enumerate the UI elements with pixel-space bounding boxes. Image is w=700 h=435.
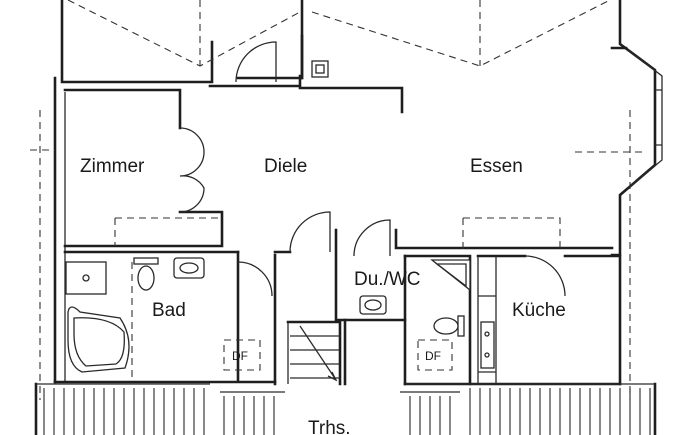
kitchen-counter <box>477 256 497 384</box>
label-diele: Diele <box>264 156 307 177</box>
balcony-hatch <box>34 382 657 435</box>
bathroom-fixtures <box>65 257 205 373</box>
bay-window <box>627 49 663 189</box>
label-zimmer: Zimmer <box>80 156 145 177</box>
wc-fixtures <box>359 259 471 337</box>
walls <box>53 0 657 386</box>
stair <box>286 320 342 386</box>
dashed-lines <box>30 0 645 400</box>
label-df-bad: DF <box>232 349 248 363</box>
label-kueche: Küche <box>512 300 566 321</box>
label-duwc: Du./WC <box>354 269 421 290</box>
label-bad: Bad <box>152 300 186 321</box>
doors <box>179 41 566 297</box>
df-markers <box>223 339 453 371</box>
chimney <box>311 60 329 78</box>
label-essen: Essen <box>470 156 523 177</box>
label-treppe: Trhs. <box>308 418 351 435</box>
label-df-wc: DF <box>425 349 441 363</box>
